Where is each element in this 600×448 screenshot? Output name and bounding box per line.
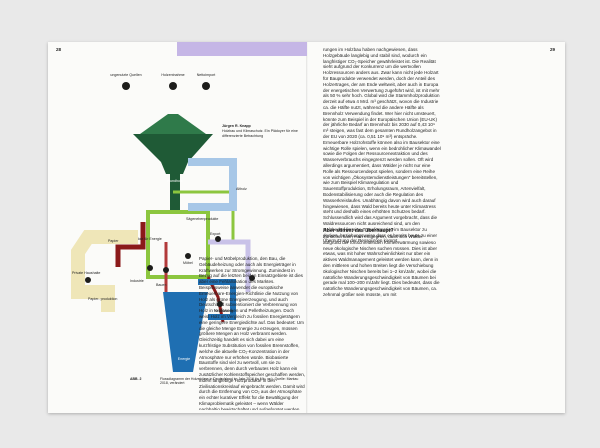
label-energy: Energie <box>178 357 190 361</box>
node-export-right <box>249 275 255 281</box>
figure-caption: ABB. 2 Flussdiagramm der Holzströme in D… <box>130 377 303 386</box>
figure-id: ABB. 2 <box>130 377 142 381</box>
sidebar-caption: Jürgen R. Knapp Holzbau und Klimaschutz.… <box>222 124 300 138</box>
roundwood-funnel <box>133 134 213 174</box>
label-packaging: Verpackung <box>214 309 233 313</box>
energy-funnel <box>163 292 208 372</box>
source-unused-dot <box>122 82 130 90</box>
body-column-left: Papier- und Möbelproduktion, den Bau, di… <box>199 256 305 410</box>
node-building <box>163 267 169 273</box>
label-private-households: Private Haushalte <box>72 271 100 275</box>
caption-title: Holzbau und Klimaschutz. Ein Plädoyer fü… <box>222 129 298 138</box>
body-right-lower: Aber stimmt das überhaupt? Zunächst kann… <box>323 228 441 298</box>
source-unused-node: ungenutzte Quellen <box>110 73 142 90</box>
label-wood-for-energy: Holz für Energie <box>136 237 162 241</box>
label-net-import: Nettoimport <box>197 73 216 77</box>
page-gutter <box>306 42 308 413</box>
paper-flow <box>71 230 138 312</box>
label-export: Export <box>210 232 220 236</box>
source-harvest-node: Holzentnahme <box>161 73 185 90</box>
label-production-paper: Papier- produktion <box>88 297 117 301</box>
source-harvest-dot <box>169 82 177 90</box>
wood-flow-diagram: ungenutzte Quellen Holzentnahme Nettoimp… <box>71 73 255 372</box>
oldwood-loop <box>188 158 237 211</box>
book-spread: 28 29 ungenutzte Quellen Holzentnahme Ne… <box>48 42 565 413</box>
label-unused-sources: ungenutzte Quellen <box>110 73 141 77</box>
label-furniture: Möbel <box>183 261 193 265</box>
figure-caption-text: Flussdiagramm der Holzströme in Deutschl… <box>160 377 299 386</box>
node-export <box>215 236 221 242</box>
label-paper: Papier <box>108 239 119 243</box>
label-industry: Industrie <box>130 279 144 283</box>
caption-author: Jürgen R. Knapp <box>222 124 251 128</box>
section-heading: Aber stimmt das überhaupt? <box>323 228 394 234</box>
node-private-households <box>85 277 91 283</box>
page-number-left: 28 <box>56 47 62 52</box>
node-furniture <box>185 253 191 259</box>
label-roundwood: Rundholz <box>167 179 182 183</box>
label-sawmill-byproducts: Sägenebenprodukte <box>186 217 218 221</box>
node-packaging <box>217 301 223 307</box>
decorative-band <box>177 42 307 56</box>
export-loop <box>208 239 251 292</box>
label-wood-harvest: Holzentnahme <box>161 73 184 77</box>
node-industry <box>147 265 153 271</box>
source-import-dot <box>202 82 210 90</box>
body-column-right: rungen im Holzbau haben nachgewiesen, da… <box>323 47 441 409</box>
label-old-wood: Altholz <box>236 187 247 191</box>
body-text-left: Papier- und Möbelproduktion, den Bau, di… <box>199 256 305 410</box>
source-import-node: Nettoimport <box>197 73 216 90</box>
energy-flow-left <box>115 222 146 267</box>
body-text-right-bottom: Zunächst kann man entgegnen, dass sich W… <box>323 234 440 297</box>
body-text-right-top: rungen im Holzbau haben nachgewiesen, da… <box>323 47 441 244</box>
harvest-inflow <box>140 114 206 134</box>
label-building: Bauen <box>156 283 166 287</box>
page-number-right: 29 <box>550 47 556 52</box>
energy-inflow <box>198 279 236 320</box>
